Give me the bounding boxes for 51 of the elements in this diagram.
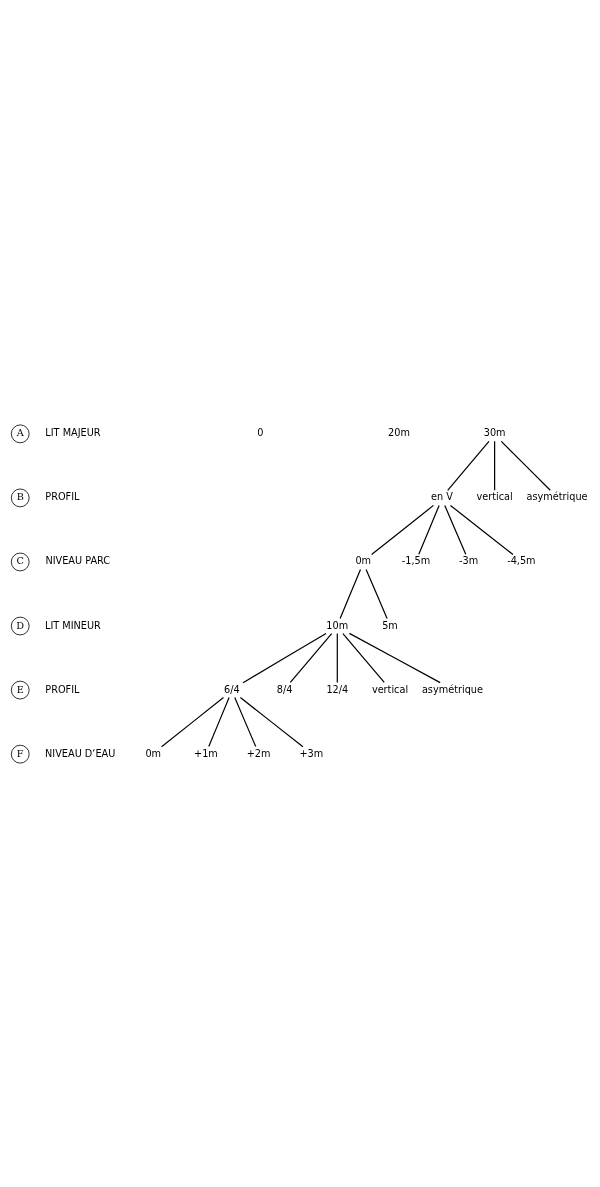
connector xyxy=(348,632,441,683)
connector xyxy=(365,568,388,619)
node-text: +1m xyxy=(194,747,218,759)
node-text: -1,5m xyxy=(401,554,431,566)
connector xyxy=(444,504,467,555)
node-text: +3m xyxy=(299,747,324,759)
node-text: -3m xyxy=(459,554,479,566)
connector xyxy=(447,440,490,491)
node-label: PROFIL xyxy=(45,490,80,502)
node-text: asymétrique xyxy=(526,490,588,502)
node-circle: A xyxy=(10,424,30,443)
node-text: 5m xyxy=(382,619,398,631)
node-circle: E xyxy=(10,680,30,699)
connector xyxy=(242,632,327,683)
node-circle: C xyxy=(10,552,30,571)
node-text: 10m xyxy=(326,619,349,631)
node-text: 0m xyxy=(145,747,162,759)
connector xyxy=(239,696,304,747)
connector xyxy=(342,632,385,683)
node-text: 30m xyxy=(483,426,506,438)
node-text: 0m xyxy=(355,554,372,566)
connector xyxy=(418,504,440,555)
connector xyxy=(449,504,514,555)
node-circle: D xyxy=(10,616,30,635)
node-label: NIVEAU PARC xyxy=(45,554,111,566)
node-circle: F xyxy=(10,744,30,763)
connector xyxy=(336,632,338,683)
node-label: PROFIL xyxy=(45,683,80,695)
node-label: NIVEAU D‘EAU xyxy=(45,747,116,759)
connector xyxy=(500,440,551,491)
connector xyxy=(160,696,225,747)
node-text: 6/4 xyxy=(224,683,240,695)
node-text: vertical xyxy=(476,490,513,502)
node-text: vertical xyxy=(371,683,409,695)
node-text: en V xyxy=(430,490,453,502)
connector xyxy=(289,632,333,683)
node-text: 12/4 xyxy=(326,683,349,695)
connector xyxy=(234,696,257,747)
connector xyxy=(339,568,362,619)
connector xyxy=(494,440,496,491)
node-text: 8/4 xyxy=(276,683,293,695)
node-circle: B xyxy=(10,488,30,507)
connector xyxy=(371,504,435,555)
node-text: 0 xyxy=(257,426,264,438)
node-text: asymétrique xyxy=(421,683,483,695)
node-text: 20m xyxy=(388,426,410,438)
node-label: LIT MINEUR xyxy=(45,619,101,631)
node-text: -4,5m xyxy=(507,554,536,566)
connector xyxy=(208,696,230,747)
node-label: LIT MAJEUR xyxy=(45,426,101,438)
node-text: +2m xyxy=(246,747,271,759)
